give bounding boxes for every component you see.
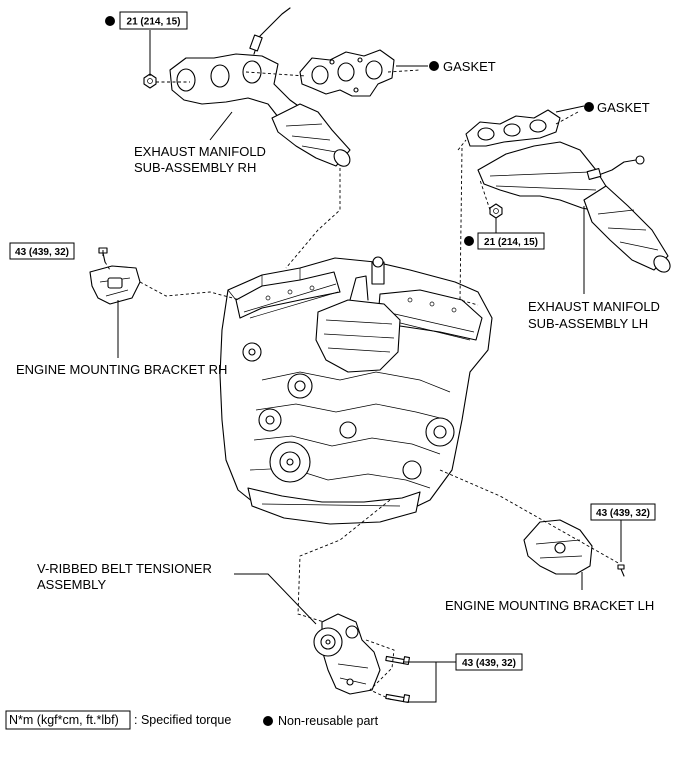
non-reusable-marker-icon <box>584 102 594 112</box>
legend-unit-desc: : Specified torque <box>134 713 231 727</box>
label-text-line2: SUB-ASSEMBLY RH <box>134 160 256 175</box>
label-engine-mounting-bracket-lh: ENGINE MOUNTING BRACKET LH <box>445 598 654 613</box>
nut-manifold-rh <box>143 73 157 89</box>
label-text-line2: SUB-ASSEMBLY LH <box>528 316 648 331</box>
torque-value: 43 (439, 32) <box>596 508 650 519</box>
label-engine-mounting-bracket-rh: ENGINE MOUNTING BRACKET RH <box>16 362 227 377</box>
label-gasket-rh: GASKET <box>429 59 496 74</box>
bolt-bracket-lh <box>617 564 625 577</box>
torque-value: 21 (214, 15) <box>127 17 181 28</box>
label-text-line2: ASSEMBLY <box>37 577 106 592</box>
engine-assembly <box>219 256 493 525</box>
label-text: ENGINE MOUNTING BRACKET RH <box>16 362 227 377</box>
non-reusable-marker-icon <box>429 61 439 71</box>
nut-manifold-lh <box>489 203 503 219</box>
engine-mounting-bracket-rh <box>89 265 141 305</box>
torque-spec-bracket-lh: 43 (439, 32) <box>590 503 656 521</box>
torque-value: 43 (439, 32) <box>462 658 516 669</box>
label-text-line1: EXHAUST MANIFOLD <box>528 299 660 314</box>
exhaust-manifold-lh <box>477 141 671 273</box>
non-reusable-marker-icon <box>105 16 115 26</box>
bolt-tensioner-lower <box>385 693 411 704</box>
label-exhaust-manifold-lh: EXHAUST MANIFOLD SUB-ASSEMBLY LH <box>528 299 660 331</box>
gasket-rh <box>299 49 395 97</box>
label-gasket-lh: GASKET <box>584 100 650 115</box>
gasket-lh <box>465 109 561 147</box>
label-v-ribbed-belt-tensioner: V-RIBBED BELT TENSIONER ASSEMBLY <box>37 561 212 592</box>
leader-lines <box>102 30 622 703</box>
label-text: GASKET <box>597 100 650 115</box>
exhaust-manifold-rh <box>169 7 351 167</box>
label-exhaust-manifold-rh: EXHAUST MANIFOLD SUB-ASSEMBLY RH <box>134 144 266 175</box>
label-text: GASKET <box>443 59 496 74</box>
legend-nonreusable-desc: Non-reusable part <box>278 714 379 728</box>
bolt-tensioner-upper <box>385 655 411 666</box>
torque-spec-bracket-rh: 43 (439, 32) <box>9 242 75 260</box>
label-text-line1: V-RIBBED BELT TENSIONER <box>37 561 212 576</box>
torque-value: 43 (439, 32) <box>15 247 69 258</box>
torque-value: 21 (214, 15) <box>484 237 538 248</box>
torque-spec-manifold-lh: 21 (214, 15) <box>464 232 545 250</box>
label-text: ENGINE MOUNTING BRACKET LH <box>445 598 654 613</box>
torque-spec-manifold-rh: 21 (214, 15) <box>105 11 188 30</box>
v-ribbed-belt-tensioner-assembly <box>313 613 381 695</box>
non-reusable-marker-icon <box>263 716 273 726</box>
non-reusable-marker-icon <box>464 236 474 246</box>
engine-mounting-bracket-lh <box>523 519 593 575</box>
torque-spec-tensioner: 43 (439, 32) <box>455 653 523 671</box>
legend-unit-box: N*m (kgf*cm, ft.*lbf) <box>9 713 119 727</box>
legend: N*m (kgf*cm, ft.*lbf) : Specified torque… <box>5 710 379 730</box>
label-text-line1: EXHAUST MANIFOLD <box>134 144 266 159</box>
assembly-guide-lines <box>104 69 621 701</box>
